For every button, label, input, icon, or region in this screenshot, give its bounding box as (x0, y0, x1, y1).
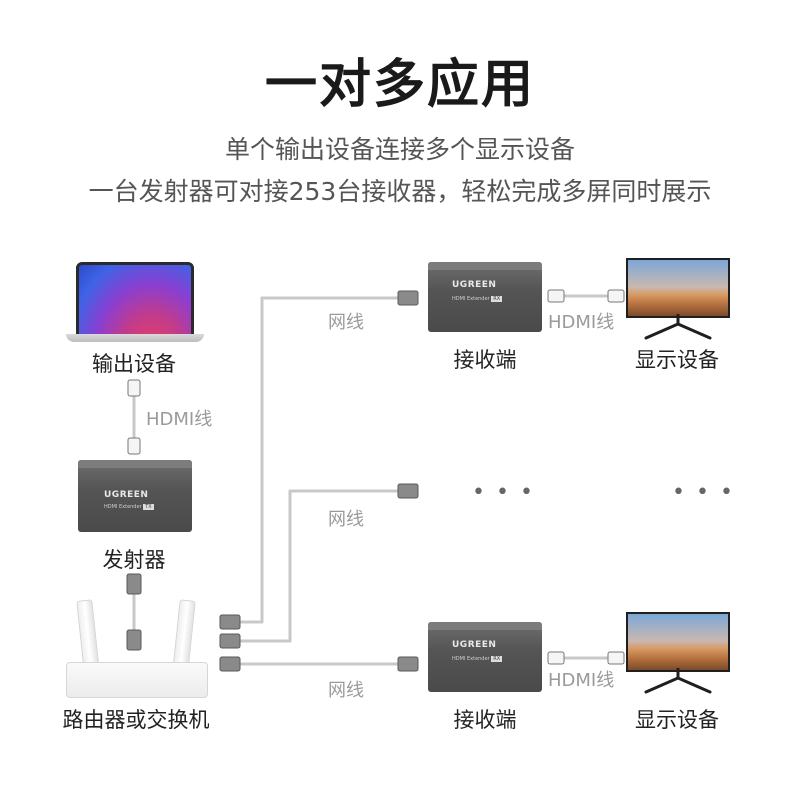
label-router: 路由器或交换机 (62, 708, 210, 732)
monitor-screen-top (626, 258, 730, 318)
brand-logo: UGREEN (452, 640, 497, 650)
network-cable-top (238, 296, 400, 624)
hdmi-plug (547, 651, 565, 665)
model-text: HDMI Extender RX (452, 656, 503, 662)
rj45-plug (219, 614, 241, 630)
brand-logo: UGREEN (104, 490, 149, 500)
label-network-top: 网线 (328, 312, 364, 333)
label-hdmi-bottom: HDMI线 (548, 670, 615, 691)
rj45-plug (126, 573, 142, 595)
hdmi-plug (127, 437, 141, 455)
rj45-plug (219, 656, 241, 672)
laptop-screen (76, 262, 194, 340)
hdmi-plug (127, 379, 141, 397)
label-display-bottom: 显示设备 (635, 708, 719, 732)
rj45-plug (397, 656, 419, 672)
subtitle-line1: 单个输出设备连接多个显示设备 (224, 135, 575, 164)
ellipsis-receivers: • • • (472, 480, 535, 505)
label-receiver-bottom: 接收端 (453, 708, 517, 732)
router-device (66, 662, 208, 698)
network-cable-middle (238, 489, 400, 643)
label-network-middle: 网线 (328, 509, 364, 530)
brand-logo: UGREEN (452, 280, 497, 290)
transmitter-device: UGREEN HDMI Extender TX (78, 460, 192, 532)
label-transmitter: 发射器 (102, 548, 166, 572)
subtitle-line2: 一台发射器可对接253台接收器，轻松完成多屏同时展示 (88, 177, 712, 206)
model-text: HDMI Extender TX (104, 504, 154, 510)
rj45-plug (219, 633, 241, 649)
label-hdmi-input: HDMI线 (146, 409, 213, 430)
laptop-base (66, 334, 204, 342)
hdmi-plug (547, 289, 565, 303)
monitor-screen-bottom (626, 612, 730, 672)
rj45-plug (397, 290, 419, 306)
receiver-device-top: UGREEN HDMI Extender RX (428, 262, 542, 332)
receiver-device-bottom: UGREEN HDMI Extender RX (428, 622, 542, 692)
label-network-bottom: 网线 (328, 680, 364, 701)
hdmi-plug (607, 651, 625, 665)
label-output-device: 输出设备 (92, 352, 176, 376)
rj45-plug (126, 629, 142, 651)
monitor-stand-bottom (644, 668, 712, 694)
label-hdmi-top: HDMI线 (548, 312, 615, 333)
page-title: 一对多应用 (264, 55, 535, 115)
ellipsis-displays: • • • (672, 480, 735, 505)
label-receiver-top: 接收端 (453, 348, 517, 372)
hdmi-plug (607, 289, 625, 303)
rj45-plug (397, 483, 419, 499)
monitor-stand-top (644, 314, 712, 340)
label-display-top: 显示设备 (635, 348, 719, 372)
model-text: HDMI Extender RX (452, 296, 503, 302)
